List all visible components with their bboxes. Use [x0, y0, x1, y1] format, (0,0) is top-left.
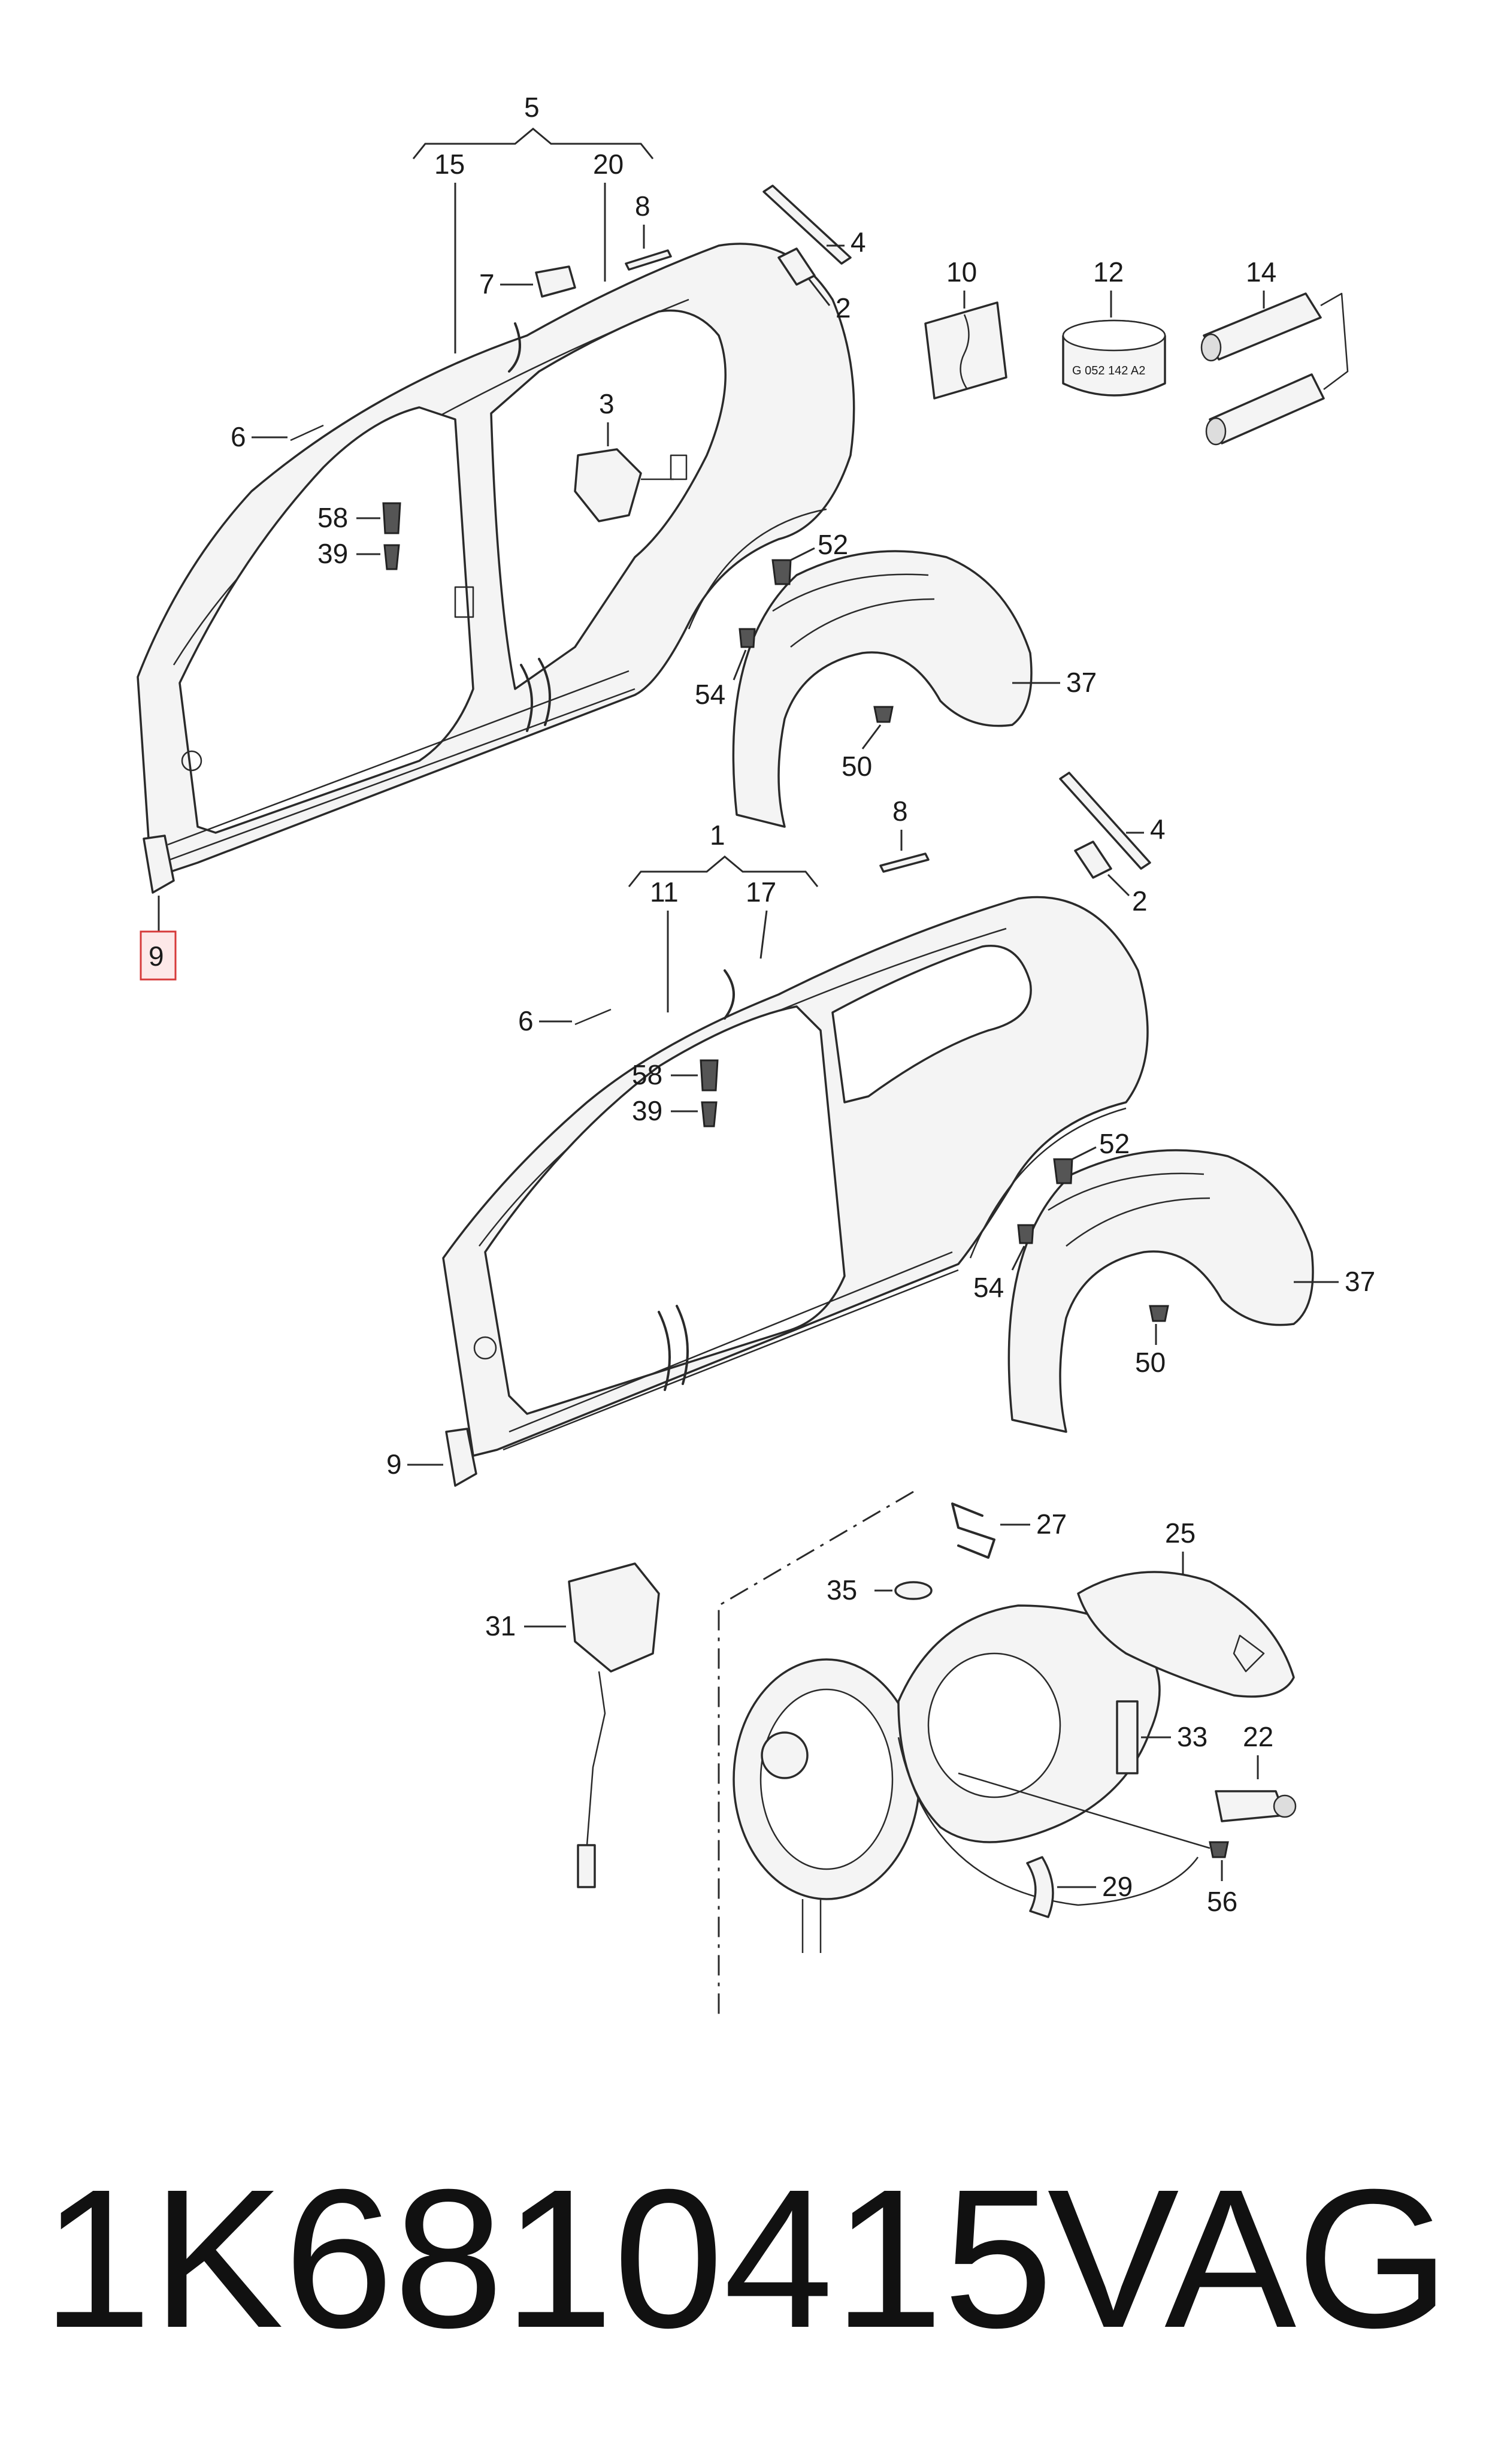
callout-33: 33 — [1177, 1721, 1207, 1752]
wheel-housing-liner-lower — [1007, 1149, 1314, 1433]
callout-52: 52 — [818, 529, 848, 560]
part-number: 1K6810415 — [42, 2148, 1054, 2369]
callout-25: 25 — [1165, 1517, 1196, 1549]
callout-37-lower: 37 — [1345, 1266, 1375, 1297]
callout-6-lower: 6 — [518, 1005, 534, 1036]
callout-31: 31 — [485, 1610, 516, 1641]
side-panel-3door — [442, 896, 1149, 1457]
callout-58: 58 — [317, 502, 348, 533]
wheel-housing-liner-upper — [732, 550, 1033, 828]
callout-20: 20 — [593, 149, 624, 180]
callout-6: 6 — [231, 421, 246, 452]
callout-4-lower: 4 — [1150, 814, 1166, 845]
callout-5: 5 — [524, 92, 540, 123]
fuel-filler-group: 31 25 27 35 33 22 — [485, 1491, 1297, 2019]
callout-27: 27 — [1036, 1508, 1067, 1540]
callout-3: 3 — [599, 388, 615, 419]
callout-4: 4 — [851, 226, 866, 258]
callout-37: 37 — [1066, 667, 1097, 698]
callout-22: 22 — [1243, 1721, 1273, 1752]
callout-58-lower: 58 — [632, 1059, 662, 1090]
callout-39: 39 — [317, 538, 348, 569]
callout-14: 14 — [1246, 256, 1276, 288]
callout-9-highlighted: 9 — [149, 941, 164, 972]
callout-50-lower: 50 — [1135, 1347, 1166, 1378]
callout-54: 54 — [695, 679, 725, 710]
can-label: G 052 142 A2 — [1072, 364, 1145, 377]
callout-15: 15 — [434, 149, 465, 180]
callout-11: 11 — [650, 876, 679, 908]
callout-12: 12 — [1093, 256, 1124, 288]
callout-54-lower: 54 — [973, 1272, 1004, 1303]
footer: 1K6810415 VAG — [0, 2133, 1492, 2384]
callout-35: 35 — [827, 1574, 857, 1606]
callout-50: 50 — [842, 751, 872, 782]
callout-8-lower: 8 — [892, 796, 908, 827]
callout-2: 2 — [836, 292, 851, 324]
callout-56: 56 — [1207, 1886, 1237, 1917]
callout-1: 1 — [710, 820, 725, 851]
highlight-box — [140, 930, 177, 981]
brand-name: VAG — [1047, 2148, 1450, 2369]
callout-17: 17 — [746, 876, 776, 908]
callout-2-lower: 2 — [1132, 885, 1148, 917]
callout-39-lower: 39 — [632, 1095, 662, 1126]
callout-29: 29 — [1102, 1871, 1133, 1902]
callout-7: 7 — [479, 268, 495, 300]
callout-9-lower: 9 — [386, 1449, 402, 1480]
parts-diagram: 5 15 20 8 7 6 4 2 3 58 39 9 37 52 — [137, 92, 1375, 2019]
callout-8: 8 — [635, 191, 650, 222]
callout-52-lower: 52 — [1099, 1128, 1130, 1159]
callout-10: 10 — [946, 256, 977, 288]
